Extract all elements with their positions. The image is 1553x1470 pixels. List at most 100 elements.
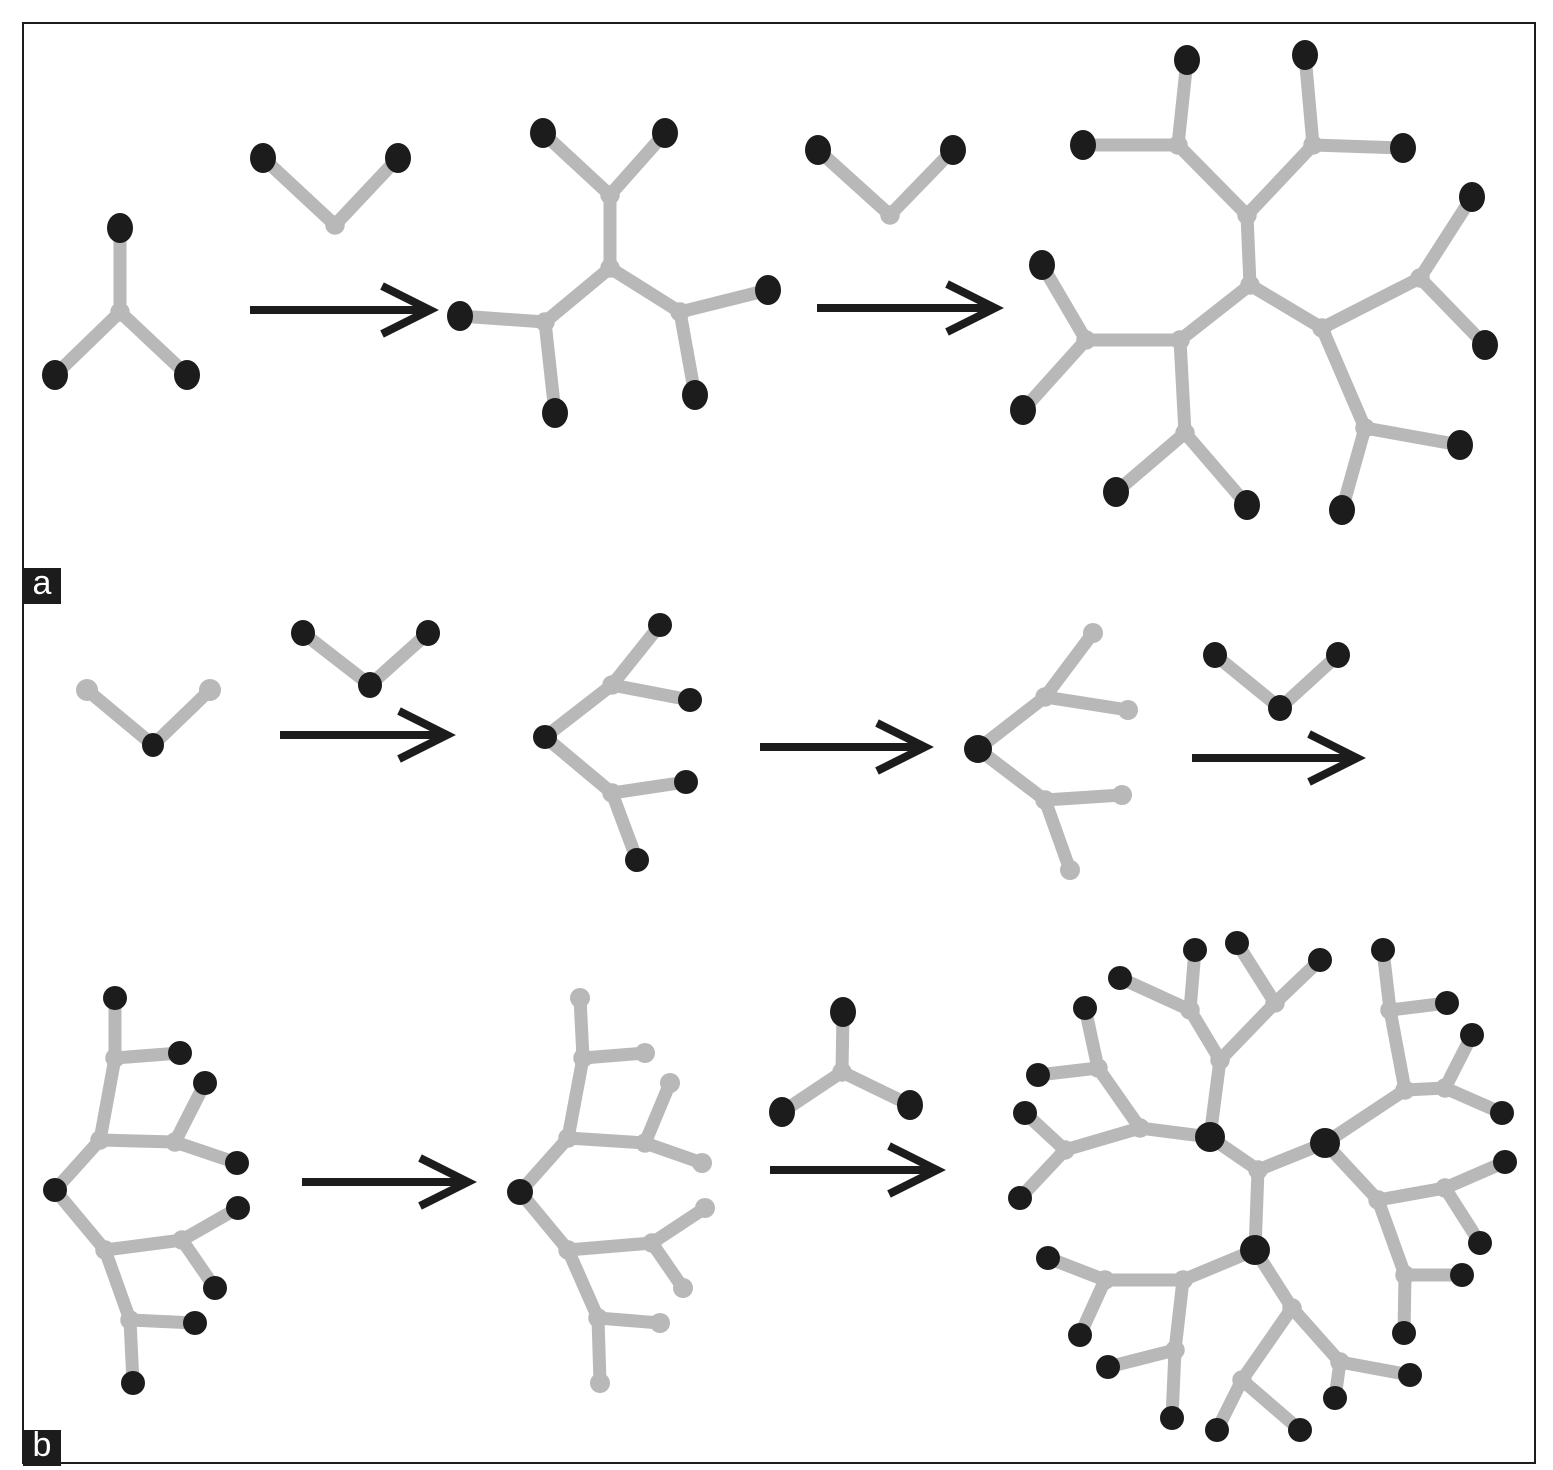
bond [1038,793,1077,877]
active-end-group [1292,40,1318,70]
branch-point [558,1128,578,1148]
active-end-group [358,672,382,698]
bond [538,730,619,800]
bond [1306,138,1410,155]
branch-point [325,215,345,235]
branch-point [165,1132,185,1152]
inactive-end-group [635,1043,655,1063]
active-end-group [1459,182,1485,212]
bond [113,305,194,382]
active-end-group [682,380,708,410]
branch-point [172,1230,192,1250]
branch-point [573,1048,593,1068]
generation-1-dendrimer [447,118,781,428]
branch-point [1168,135,1188,155]
active-end-group [447,301,473,331]
active-end-group [897,1090,923,1120]
active-end-group [1008,1186,1032,1210]
active-end-group [250,143,276,173]
branch-point [110,302,130,322]
active-end-group [1329,495,1355,525]
active-end-group [1070,130,1096,160]
branch-point [832,1062,852,1082]
active-end-group [1493,1150,1517,1174]
active-end-group [1468,1231,1492,1255]
active-end-group [1392,1321,1416,1345]
core-molecule [42,213,200,390]
branch-point [1175,423,1195,443]
active-end-group [142,733,164,757]
bond [573,991,590,1065]
branch-point [1095,1270,1115,1290]
bond [1315,271,1427,335]
bond [1240,208,1257,292]
panel-label-b: b [23,1428,61,1466]
inactive-end-group [650,1313,670,1333]
branch-point [635,1133,655,1153]
protected-monomer-b1 [76,679,221,757]
arrow-head [1307,730,1366,786]
active-end-group [1225,931,1249,955]
bond [1243,278,1329,335]
arrow-a1 [250,282,439,338]
bond [605,678,697,707]
branch-point [600,258,620,278]
arrow-a2 [817,280,1004,336]
bond [883,143,960,222]
bond [1285,1301,1347,1369]
branch-point [1282,1298,1302,1318]
bond [80,683,160,752]
inactive-end-group [692,1153,712,1173]
active-end-group [1450,1263,1474,1287]
bond [603,261,687,319]
bond [98,1233,189,1257]
active-end-group [43,1178,67,1202]
bond [811,143,897,222]
branch-point [1312,318,1332,338]
bond [605,775,693,800]
branch-point [588,1308,608,1328]
arrow-head [945,280,1004,336]
bond [1240,138,1320,222]
inactive-end-group [660,1073,680,1093]
bond [1038,626,1100,704]
monomer-a1 [250,143,411,235]
bond [538,315,562,420]
active-end-group [174,360,200,390]
inactive-end-group [695,1198,715,1218]
bond [638,1136,709,1170]
active-end-group [755,275,781,305]
active-end-group [1205,1418,1229,1442]
bond [1358,421,1467,452]
bond [48,305,127,382]
branch-point [120,1310,140,1330]
active-end-group [1447,430,1473,460]
active-end-group [533,725,557,749]
arrow-b4 [302,1154,477,1210]
generation-2-dendrimer [1010,40,1498,525]
branch-point [602,675,622,695]
arrow-head [380,282,439,338]
bond [645,1201,712,1250]
bond [1413,271,1492,352]
active-end-group [1371,938,1395,962]
branch-point [90,1130,110,1150]
bond [538,678,619,744]
active-end-group [1103,477,1129,507]
inactive-end-group [570,988,590,1008]
bond [591,1311,607,1390]
branch-point [105,1048,125,1068]
arrow-head [887,1142,946,1198]
bond [1298,48,1320,152]
bond [48,1183,112,1257]
bond [1113,971,1197,1017]
active-end-group [542,398,568,428]
bond [536,126,617,202]
bond [1383,1003,1412,1097]
active-end-group [1435,991,1459,1015]
bond [561,1236,659,1257]
branch-point [1435,1178,1455,1198]
inactive-end-group [199,679,221,701]
bond [971,690,1052,756]
